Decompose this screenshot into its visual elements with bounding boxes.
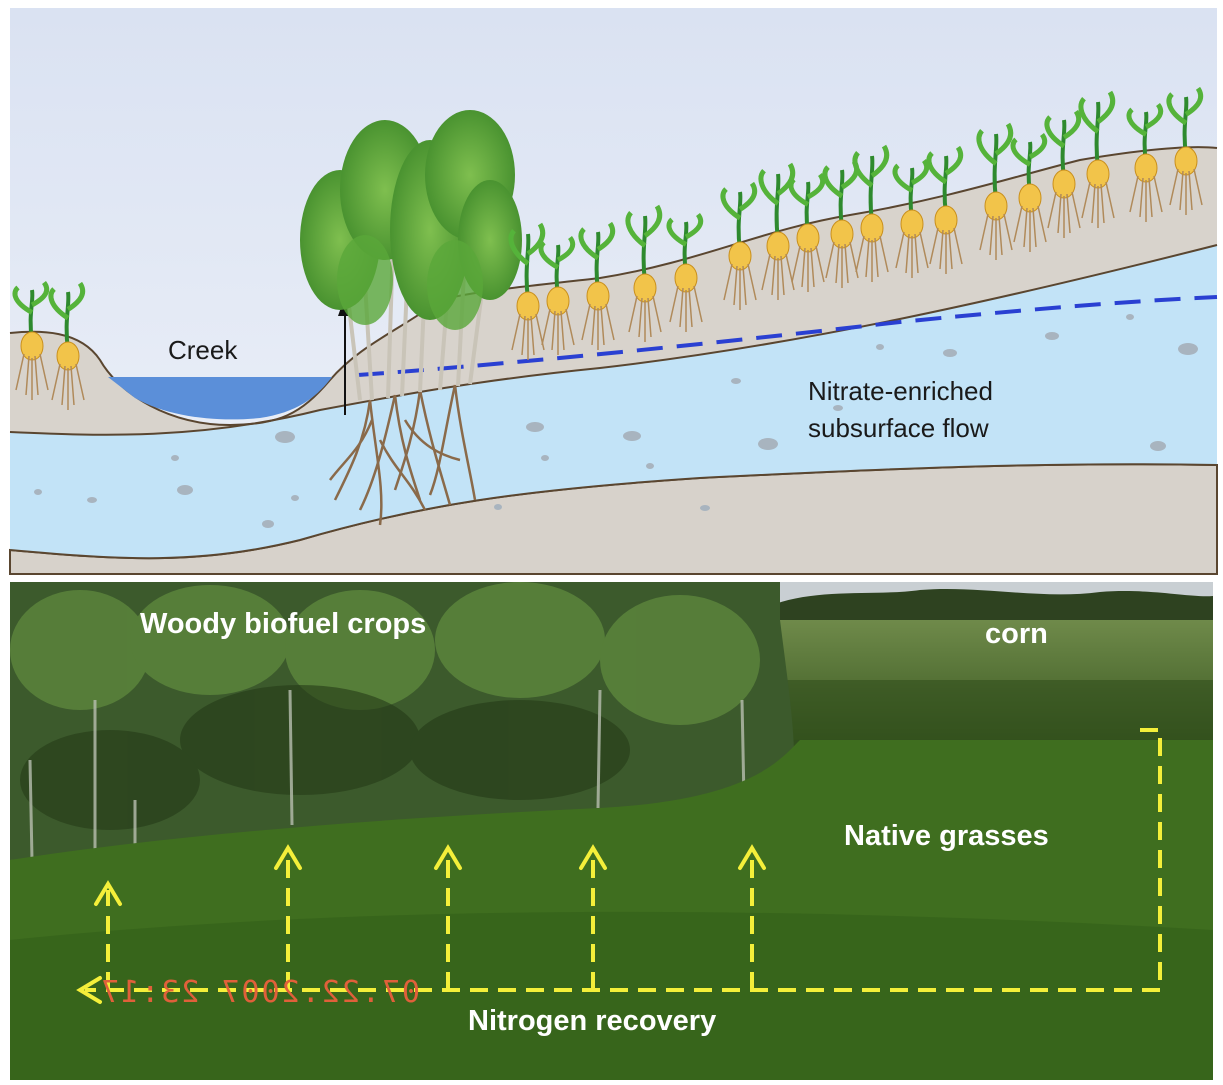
tree-roots	[329, 384, 477, 526]
tree-foliage	[10, 582, 760, 725]
creek-water	[108, 377, 332, 420]
corn-seedling-icon	[666, 212, 704, 332]
woody-crops-label: Woody biofuel crops	[140, 608, 426, 640]
corn-seedling-icon	[852, 144, 890, 282]
corn-seedling-icon	[976, 122, 1014, 260]
corn-seedling-icon	[12, 280, 50, 400]
corn-label: corn	[985, 618, 1048, 650]
corn-seedlings	[12, 86, 1204, 410]
corn-seedling-icon	[48, 281, 86, 410]
nitrogen-flow-arrows	[85, 728, 1162, 992]
corn-seedling-icon	[625, 204, 663, 342]
date-stamp: 07.22.2007 23:17	[99, 975, 420, 1010]
corn-seedling-icon	[892, 158, 930, 278]
corn-seedling-icon	[720, 181, 758, 310]
tree-canopies	[300, 110, 522, 330]
creek-label: Creek	[168, 335, 238, 365]
distant-treeline	[775, 588, 1213, 620]
corn-seedling-icon	[508, 222, 546, 360]
corn-seedling-icon	[788, 172, 826, 292]
corn-seedling-icon	[1126, 102, 1164, 222]
flow-label-line2: subsurface flow	[808, 413, 989, 443]
field-photo-panel: 07.22.2007 23:17 Woody biofuel crops cor…	[10, 582, 1213, 1080]
corn-seedling-icon	[1044, 109, 1082, 238]
corn-seedling-icon	[1010, 132, 1048, 252]
nitrogen-recovery-label: Nitrogen recovery	[468, 1005, 716, 1037]
corn-seedling-icon	[758, 162, 796, 300]
water-table-line	[357, 295, 1218, 377]
native-grasses-label: Native grasses	[844, 820, 1049, 852]
corn-seedling-icon	[822, 159, 860, 288]
subsurface-diagram-panel: Creek Nitrate-enriched subsurface flow	[9, 8, 1218, 575]
corn-seedling-icon	[1078, 90, 1116, 228]
corn-seedling-icon	[926, 145, 964, 274]
corn-seedling-icon	[578, 221, 616, 350]
corn-seedling-icon	[1166, 86, 1204, 215]
gravel-dots	[34, 264, 1198, 528]
nitrogen-path-line	[85, 728, 1162, 992]
corn-seedling-icon	[538, 235, 576, 355]
aquifer-layer	[10, 245, 1217, 559]
flow-label-line1: Nitrate-enriched	[808, 376, 993, 406]
arrow-heads	[76, 844, 766, 1004]
